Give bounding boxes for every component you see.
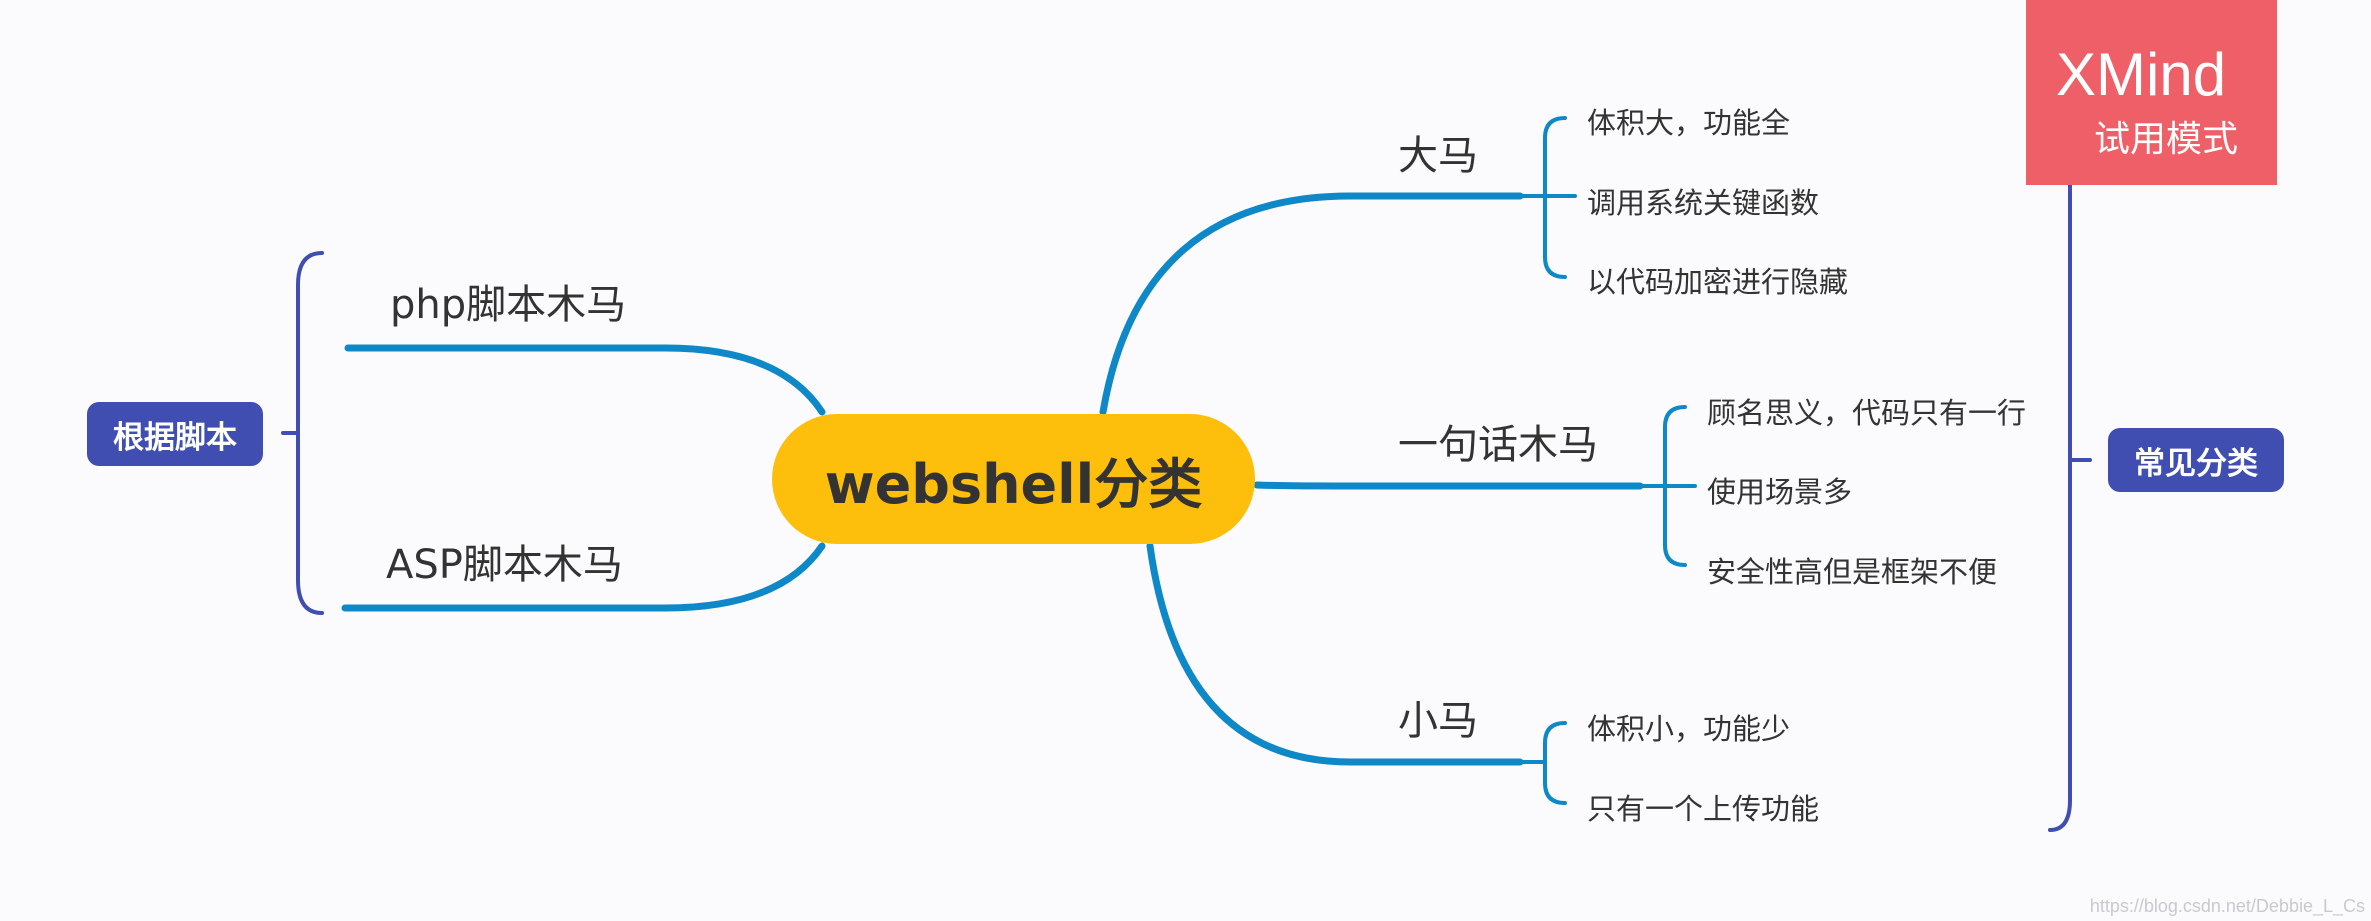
root-topic-label: webshell分类	[824, 452, 1203, 516]
summary-common-types[interactable]: 常见分类	[2108, 428, 2284, 492]
leaf-yijuhua-3[interactable]: 安全性高但是框架不便	[1707, 555, 1998, 589]
branch-yijuhua[interactable]: 一句话木马	[1398, 422, 1598, 468]
leaf-dama-2[interactable]: 调用系统关键函数	[1587, 186, 1820, 220]
summary-bracket-right	[2048, 83, 2092, 832]
leaf-dama-3[interactable]: 以代码加密进行隐藏	[1587, 265, 1849, 299]
xmind-logo-text: XMind	[2056, 41, 2227, 108]
connector-php	[344, 344, 826, 416]
bracket-xiaoma	[1520, 721, 1567, 805]
summary-bracket-left	[281, 251, 324, 615]
xmind-trial-badge: XMind 试用模式	[2026, 0, 2277, 185]
root-topic[interactable]: webshell分类	[772, 414, 1255, 544]
connector-xiaoma	[1146, 542, 1524, 766]
connector-yijuhua	[1253, 481, 1644, 490]
leaf-yijuhua-2[interactable]: 使用场景多	[1707, 475, 1853, 509]
connector-asp	[341, 542, 826, 612]
branch-php-trojan[interactable]: php脚本木马	[390, 282, 627, 328]
leaf-xiaoma-1[interactable]: 体积小，功能少	[1587, 712, 1791, 746]
bracket-dama	[1520, 116, 1577, 279]
summary-common-types-label: 常见分类	[2134, 445, 2258, 482]
branch-asp-trojan[interactable]: ASP脚本木马	[386, 542, 623, 588]
summary-by-script-label: 根据脚本	[113, 419, 237, 456]
branch-xiaoma[interactable]: 小马	[1398, 698, 1478, 744]
leaf-yijuhua-1[interactable]: 顾名思义，代码只有一行	[1707, 396, 2027, 430]
connector-dama	[1099, 192, 1524, 416]
bracket-yijuhua	[1638, 405, 1697, 567]
leaf-xiaoma-2[interactable]: 只有一个上传功能	[1587, 792, 1820, 826]
leaf-dama-1[interactable]: 体积大，功能全	[1587, 106, 1791, 140]
trial-mode-text: 试用模式	[2094, 119, 2239, 160]
watermark-url: https://blog.csdn.net/Debbie_L_Cs	[2089, 896, 2365, 916]
branch-dama[interactable]: 大马	[1398, 133, 1478, 179]
summary-by-script[interactable]: 根据脚本	[87, 402, 263, 466]
